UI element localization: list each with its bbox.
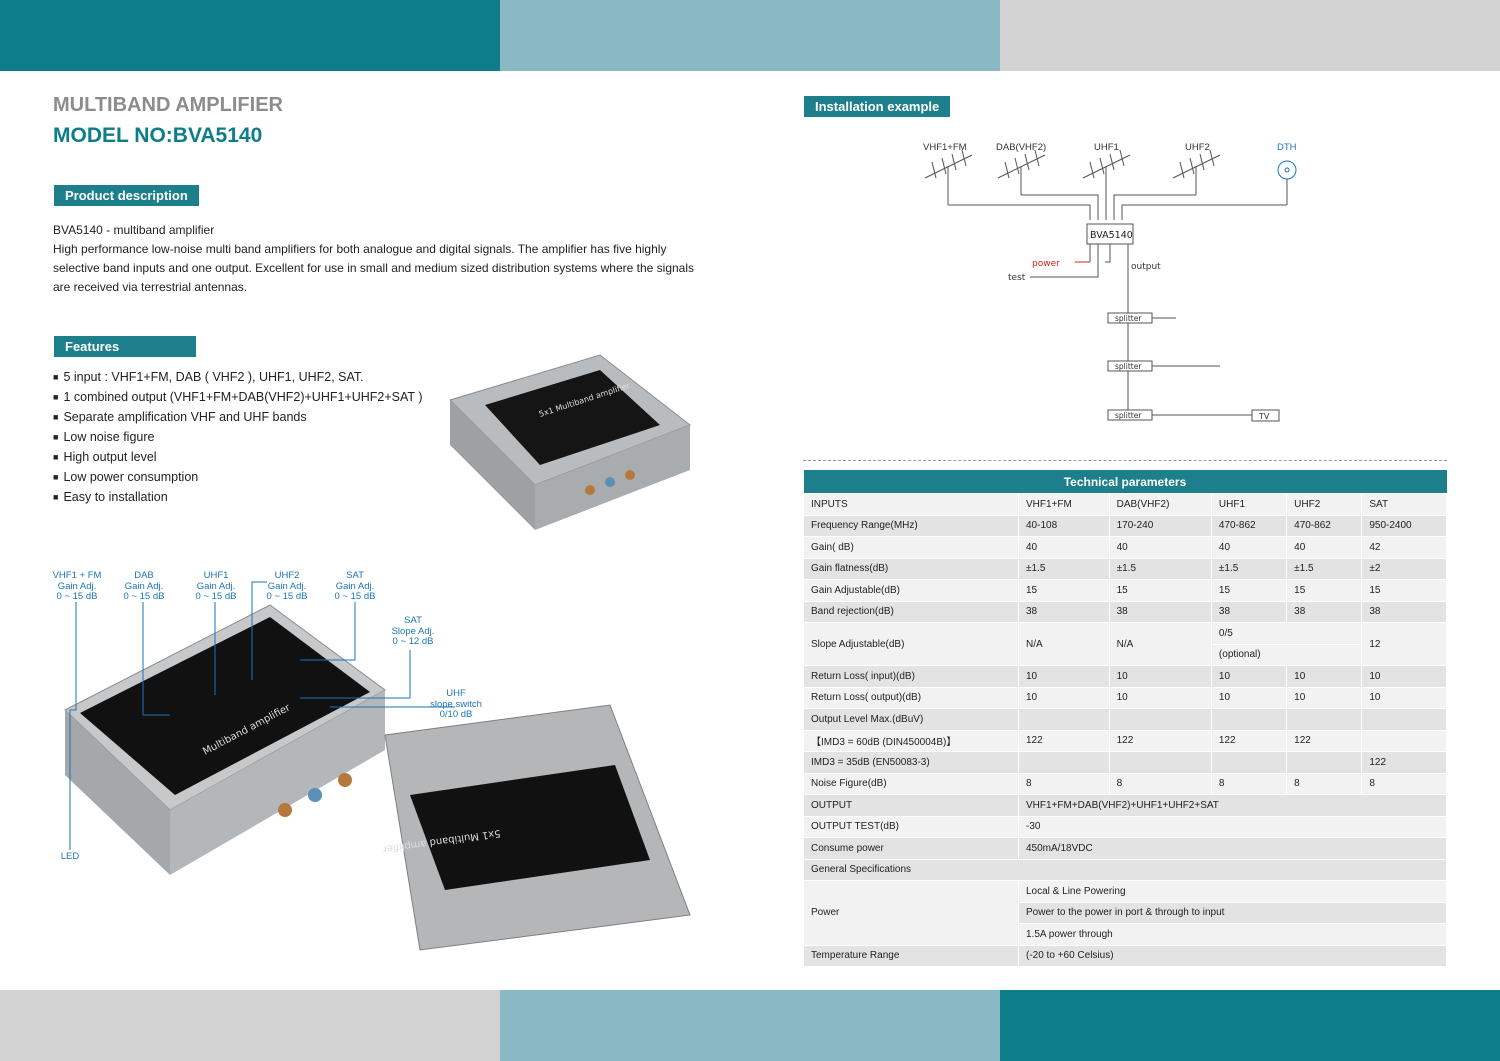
band-segment (0, 0, 500, 71)
antenna-label: UHF1 (1094, 142, 1119, 153)
callout-led: LED (60, 851, 80, 862)
section-tag-installation: Installation example (804, 96, 951, 117)
installation-diagram: BVA5140 power test output splitter split… (924, 150, 1297, 422)
description-body: High performance low-noise multi band am… (53, 242, 695, 294)
antenna-label: DTH (1277, 142, 1297, 153)
table-row: Output Level Max.(dBuV) (803, 708, 1447, 731)
features-list: 5 input : VHF1+FM, DAB ( VHF2 ), UHF1, U… (53, 368, 422, 508)
splitter-label: splitter (1115, 362, 1142, 371)
antenna-label: DAB(VHF2) (996, 142, 1047, 153)
description-line: BVA5140 - multiband amplifier (53, 223, 215, 237)
band-segment (1000, 0, 1500, 71)
product-photo-open: Multiband amplifier (64, 604, 386, 875)
table-row: IMD3 = 35dB (EN50083-3)122 (803, 751, 1447, 774)
product-description: BVA5140 - multiband amplifier High perfo… (53, 221, 713, 297)
band-segment (500, 0, 1000, 71)
test-label: test (1008, 273, 1026, 283)
model-number: MODEL NO:BVA5140 (53, 124, 263, 147)
table-row: Temperature Range(-20 to +60 Celsius) (803, 944, 1447, 967)
feature-item: High output level (53, 448, 422, 468)
table-row: General Specifications (803, 858, 1447, 881)
callout-leaders (69, 581, 455, 850)
feature-item: 1 combined output (VHF1+FM+DAB(VHF2)+UHF… (53, 388, 422, 408)
dish-icon (1277, 160, 1297, 180)
power-label: power (1032, 259, 1060, 269)
feature-item: Low power consumption (53, 468, 422, 488)
feature-item: Separate amplification VHF and UHF bands (53, 408, 422, 428)
table-row: Gain flatness(dB)±1.5±1.5±1.5±1.5±2 (803, 557, 1447, 580)
table-row: OUTPUT TEST(dB)-30 (803, 815, 1447, 838)
section-tag-features: Features (54, 336, 196, 357)
tv-label: TV (1258, 412, 1270, 421)
feature-item: Low noise figure (53, 428, 422, 448)
antenna-label: UHF2 (1185, 142, 1210, 153)
header-band (0, 0, 1500, 71)
antenna-icon (997, 150, 1046, 195)
band-segment (0, 990, 500, 1061)
antenna-icon (1082, 150, 1131, 195)
splitter-label: splitter (1115, 314, 1142, 323)
feature-item: Easy to installation (53, 488, 422, 508)
product-photo-lid: 5x1 Multiband amplifier (381, 704, 691, 951)
antenna-icon (1172, 150, 1221, 195)
band-segment (1000, 990, 1500, 1061)
page-title: MULTIBAND AMPLIFIER (53, 94, 283, 116)
amplifier-label: BVA5140 (1090, 230, 1133, 241)
section-tag-product-description: Product description (54, 185, 199, 206)
splitter-label: splitter (1115, 411, 1142, 420)
antenna-label: VHF1+FM (923, 142, 967, 153)
band-segment (500, 990, 1000, 1061)
footer-band (0, 990, 1500, 1061)
table-row: 1.5A power through (804, 923, 1447, 946)
table-title: Technical parameters (803, 470, 1447, 494)
output-label: output (1131, 262, 1161, 272)
antenna-icon (924, 150, 973, 205)
feature-item: 5 input : VHF1+FM, DAB ( VHF2 ), UHF1, U… (53, 368, 422, 388)
divider (803, 460, 1447, 461)
product-photo-small: 5x1 Multiband amplifier (449, 354, 692, 530)
